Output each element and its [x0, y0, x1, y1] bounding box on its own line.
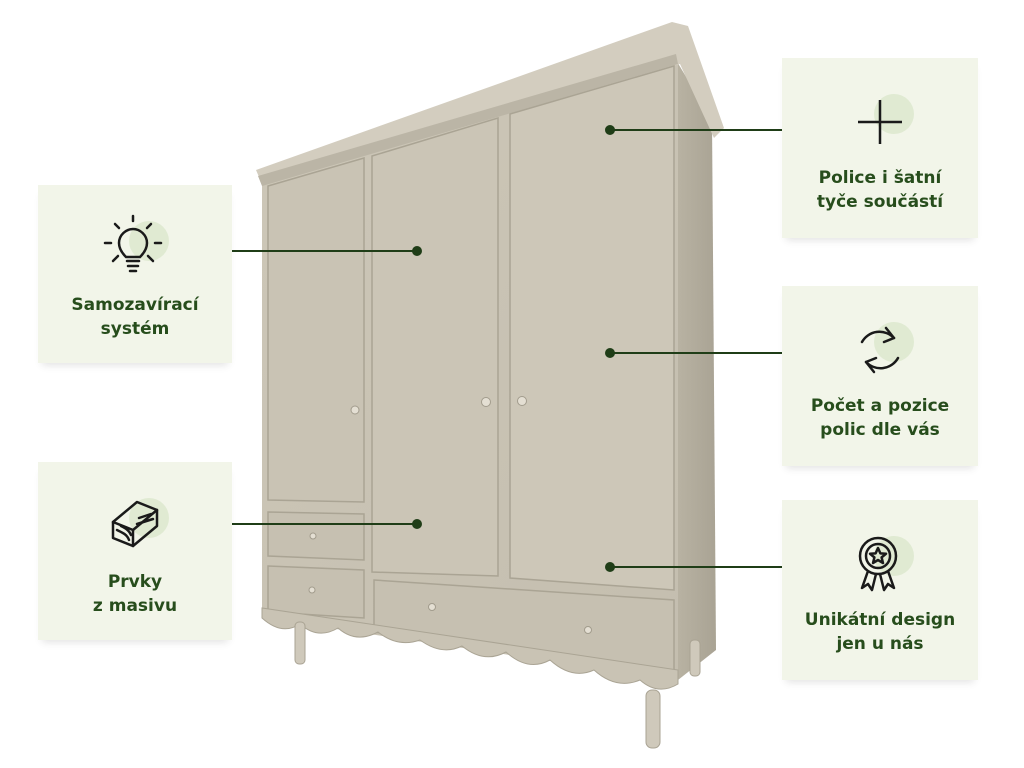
callout-dot-self-closing	[412, 246, 422, 256]
connector-line-shelf-config	[612, 352, 808, 354]
feature-card-self-closing: Samozavírací systém	[38, 185, 232, 363]
plus-icon	[844, 84, 916, 156]
feature-card-shelf-config: Počet a pozice polic dle vás	[782, 286, 978, 466]
connector-line-unique-design	[612, 566, 808, 568]
award-badge-icon	[844, 526, 916, 598]
refresh-icon	[844, 312, 916, 384]
feature-card-unique-design: Unikátní design jen u nás	[782, 500, 978, 680]
feature-label-self-closing: Samozavírací systém	[71, 295, 199, 339]
lightbulb-icon	[99, 211, 171, 283]
callout-dot-solid-wood	[412, 519, 422, 529]
feature-label-unique-design: Unikátní design jen u nás	[804, 610, 956, 654]
wood-plank-icon	[99, 488, 171, 560]
feature-label-solid-wood: Prvky z masivu	[92, 572, 178, 616]
callout-dot-unique-design	[605, 562, 615, 572]
connector-line-shelves	[612, 129, 808, 131]
feature-label-shelf-config: Počet a pozice polic dle vás	[810, 396, 950, 440]
feature-card-shelves: Police i šatní tyče součástí	[782, 58, 978, 238]
feature-card-solid-wood: Prvky z masivu	[38, 462, 232, 640]
connector-line-self-closing	[210, 250, 418, 252]
feature-label-shelves: Police i šatní tyče součástí	[816, 168, 944, 212]
connector-line-solid-wood	[210, 523, 418, 525]
callout-dot-shelf-config	[605, 348, 615, 358]
callout-dot-shelves	[605, 125, 615, 135]
